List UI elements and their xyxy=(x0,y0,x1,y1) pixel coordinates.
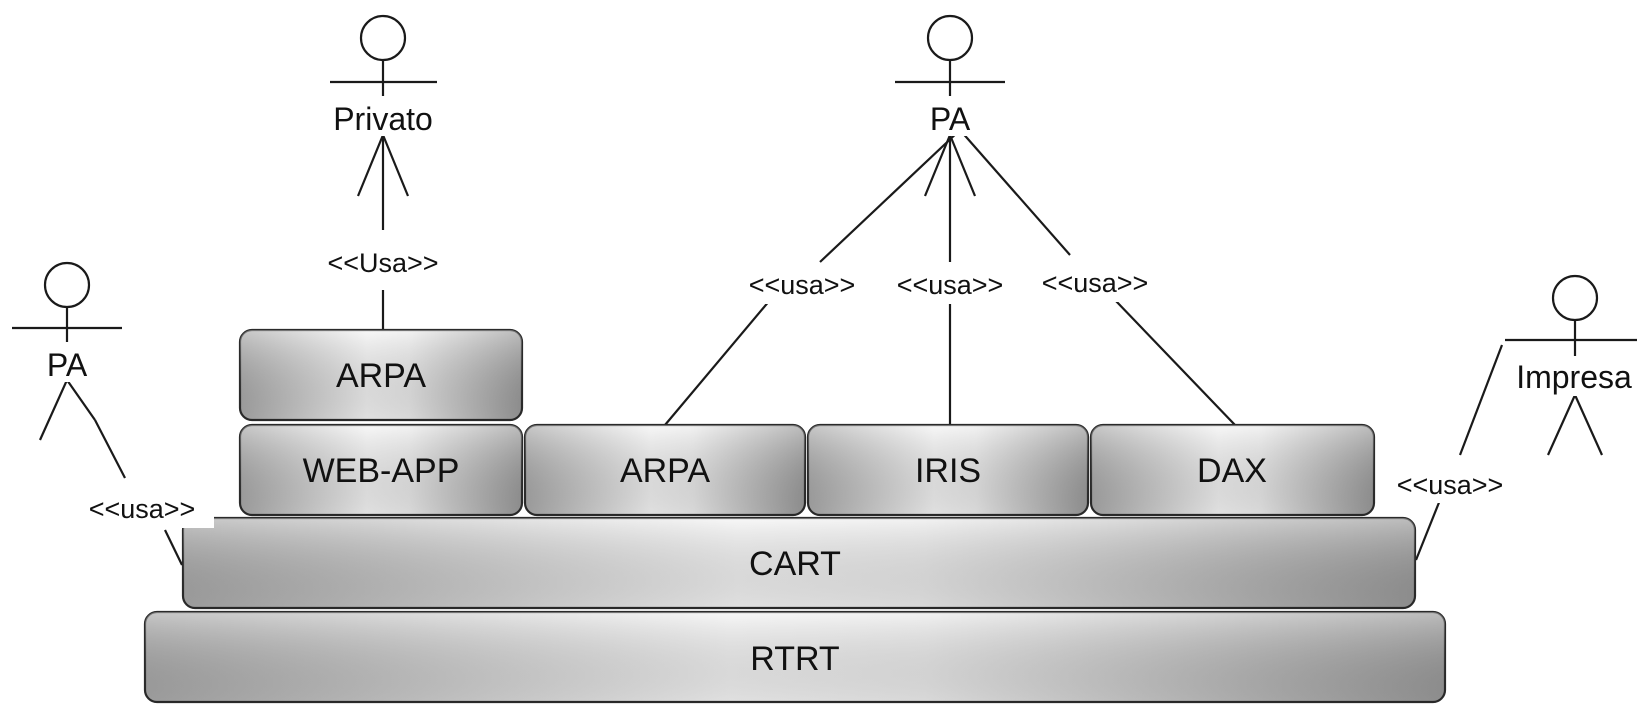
usa-label-bg xyxy=(1380,465,1522,503)
actor-leg-right xyxy=(66,379,96,421)
rtrt-label: RTRT xyxy=(750,640,839,678)
pa-arpa-link-upper xyxy=(819,129,961,263)
actor-pa-top: PA xyxy=(895,14,1005,197)
impresa-link-upper xyxy=(1458,344,1504,456)
usa-label-bg xyxy=(732,266,872,304)
layer-arpa: ARPA xyxy=(523,423,807,517)
connections xyxy=(94,60,1504,566)
arpa-top-box-shade xyxy=(240,330,522,420)
layer-dax: DAX xyxy=(1089,423,1376,517)
actor-pa-left: PA xyxy=(12,261,122,441)
actor-label-bg xyxy=(325,96,443,136)
actor-label-bg xyxy=(38,342,98,382)
usa-label-pa-left: <<usa>> xyxy=(89,494,196,524)
usa-label-bg xyxy=(72,488,214,528)
actor-label: Privato xyxy=(333,101,433,137)
actor-label: PA xyxy=(47,347,88,383)
web-app-label: WEB-APP xyxy=(303,452,460,490)
actor-leg-left xyxy=(356,134,385,197)
iris-label: IRIS xyxy=(915,452,981,490)
actor-label-bg xyxy=(920,96,980,136)
actor-head-icon xyxy=(359,14,407,62)
actor-leg-left xyxy=(1546,394,1577,456)
usa-label-bg xyxy=(880,266,1020,304)
actor-label: Impresa xyxy=(1516,359,1632,395)
actor-leg-right xyxy=(381,134,410,197)
usa-label-pa-dax: <<usa>> xyxy=(1042,268,1149,298)
rtrt-box-shade xyxy=(145,612,1445,702)
actor-leg-left xyxy=(38,379,69,441)
actor-head-icon xyxy=(43,261,91,309)
actor-label: PA xyxy=(930,101,971,137)
dax-label: DAX xyxy=(1197,452,1267,490)
layer-rtrt: RTRT xyxy=(143,610,1447,704)
layer-arpa-top: ARPA xyxy=(238,328,524,422)
usa-label-impresa: <<usa>> xyxy=(1397,470,1504,500)
layer-web-app: WEB-APP xyxy=(238,423,524,517)
usa-label-pa-iris: <<usa>> xyxy=(897,270,1004,300)
actor-head-icon xyxy=(1551,274,1599,322)
layer-iris: IRIS xyxy=(806,423,1090,517)
actor-head-icon xyxy=(926,14,974,62)
usa-label-bg xyxy=(308,242,458,282)
layer-cart: CART xyxy=(181,516,1417,610)
actor-leg-left xyxy=(923,134,952,197)
web-app-box-shade xyxy=(240,425,522,515)
dax-box-shade xyxy=(1091,425,1374,515)
actor-leg-right xyxy=(948,134,977,197)
usa-label-pa-arpa: <<usa>> xyxy=(749,270,856,300)
impresa-link-lower xyxy=(1414,499,1442,561)
arpa-label: ARPA xyxy=(620,452,710,490)
actor-privato: Privato xyxy=(325,14,443,197)
usa-label-privato: <<Usa>> xyxy=(327,248,438,278)
usa-label-bg xyxy=(1025,264,1165,302)
pa-arpa-link-lower xyxy=(664,299,771,426)
iris-box-shade xyxy=(808,425,1088,515)
arpa-box-shade xyxy=(525,425,805,515)
cart-box-shade xyxy=(183,518,1415,608)
actor-label-bg xyxy=(1512,356,1637,396)
pa-dax-link-lower xyxy=(1114,299,1236,426)
pa-left-link-upper xyxy=(94,419,126,479)
pa-left-link-lower xyxy=(164,529,183,566)
actor-impresa: Impresa xyxy=(1505,274,1637,456)
usa-labels: <<Usa>> <<usa>> <<usa>> <<usa>> <<usa>> … xyxy=(72,242,1522,528)
arpa-top-label: ARPA xyxy=(336,357,426,395)
actor-leg-right xyxy=(1573,394,1604,456)
pa-dax-link-upper xyxy=(959,129,1071,256)
cart-label: CART xyxy=(749,545,841,583)
